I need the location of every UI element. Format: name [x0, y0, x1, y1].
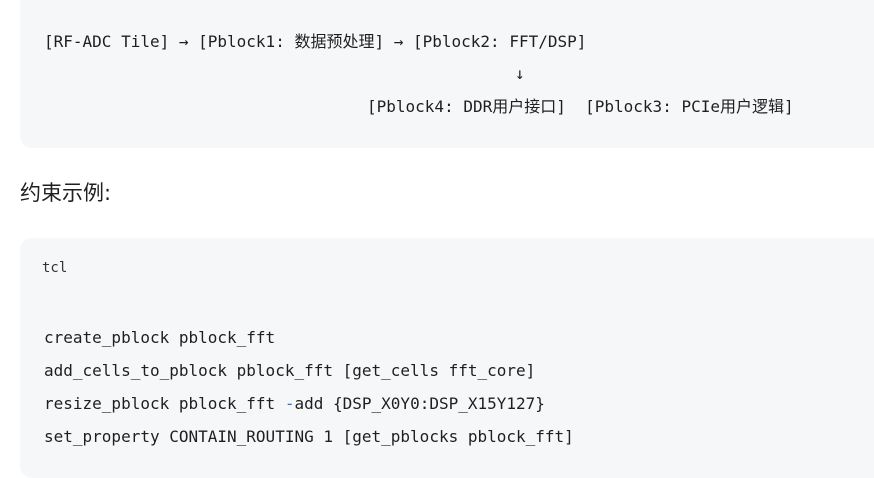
code-language-label: tcl [42, 260, 68, 276]
diagram-line-1: [RF-ADC Tile] → [Pblock1: 数据预处理] → [Pblo… [44, 32, 587, 51]
diagram-down-arrow: ↓ [515, 64, 525, 83]
code-line-3-part-b: add {DSP_X0Y0:DSP_X15Y127} [294, 394, 545, 413]
section-heading: 约束示例: [20, 181, 112, 205]
code-line-3-part-a: resize_pblock pblock_fft [44, 394, 285, 413]
code-line-1: create_pblock pblock_fft [44, 328, 276, 347]
code-line-3: resize_pblock pblock_fft -add {DSP_X0Y0:… [44, 394, 545, 414]
tcl-code-block [20, 238, 874, 478]
code-line-4: set_property CONTAIN_ROUTING 1 [get_pblo… [44, 427, 574, 446]
diagram-code-block [20, 0, 874, 148]
code-line-2: add_cells_to_pblock pblock_fft [get_cell… [44, 361, 536, 380]
code-operator: - [284, 394, 295, 413]
diagram-line-3: [Pblock4: DDR用户接口] [Pblock3: PCIe用户逻辑] [367, 97, 794, 116]
